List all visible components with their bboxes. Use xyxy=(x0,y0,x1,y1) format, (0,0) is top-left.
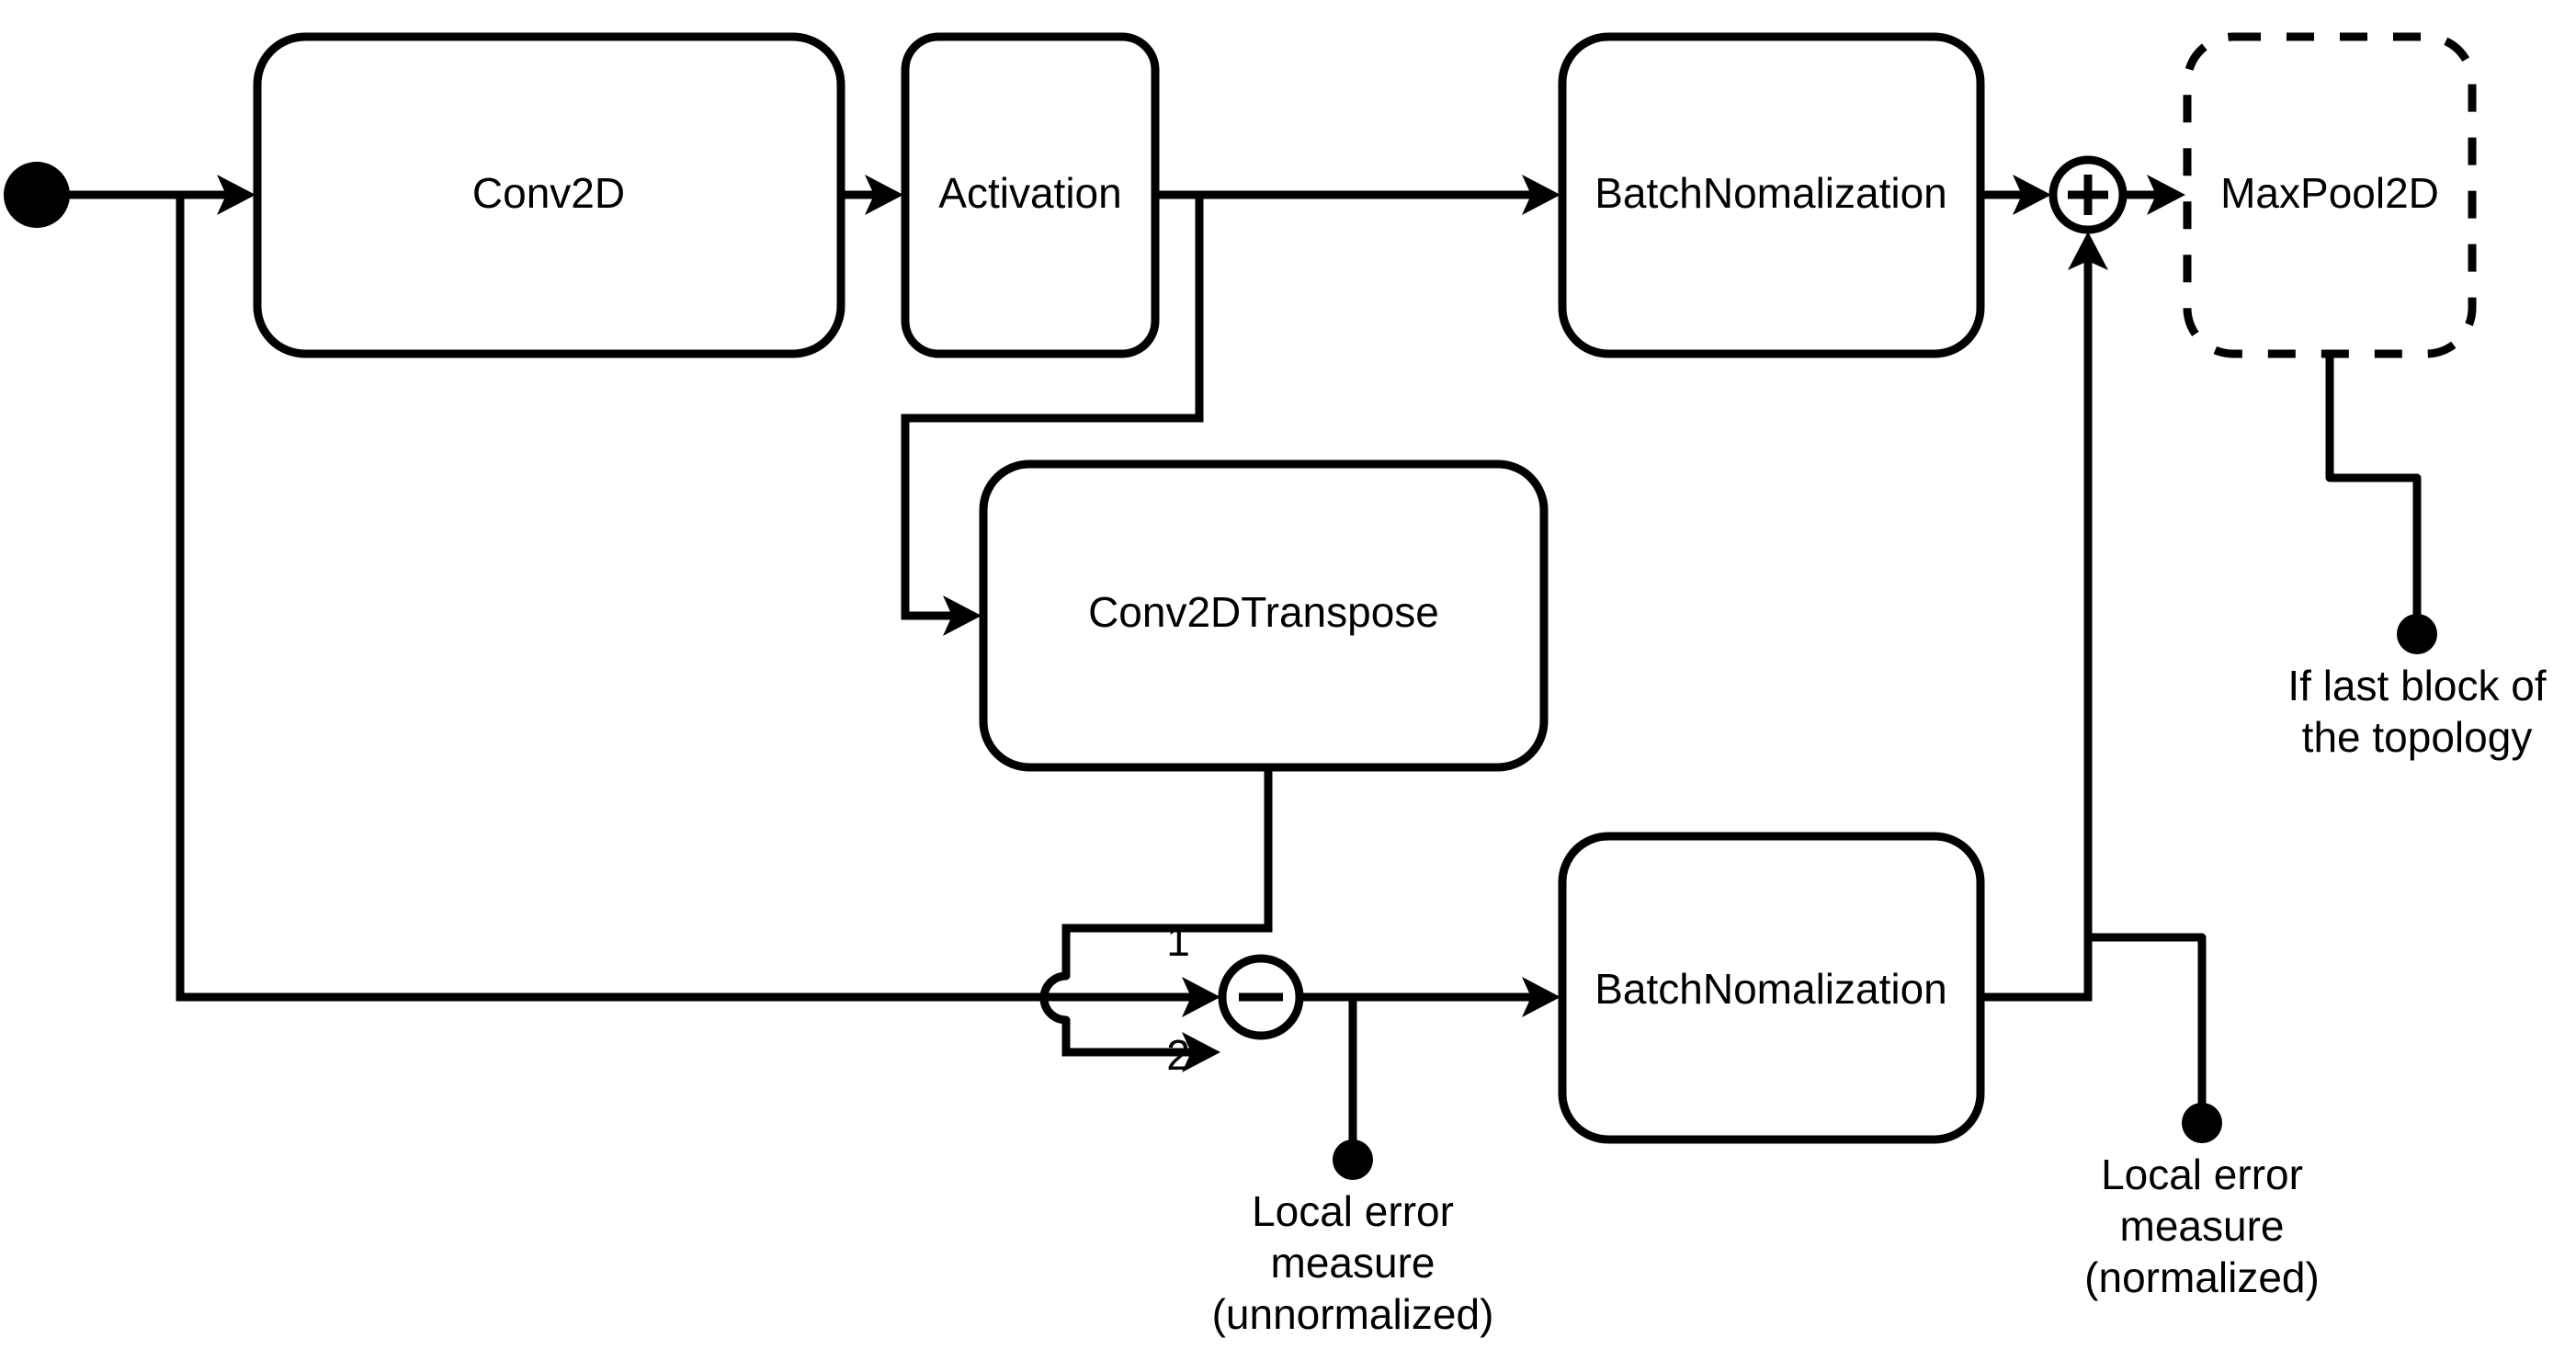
block-conv2d-shape xyxy=(253,32,845,358)
annotation-last-block-line-2: the topology xyxy=(2302,713,2533,761)
block-conv2d[interactable]: Conv2D xyxy=(253,32,845,358)
operator-add[interactable] xyxy=(2048,155,2128,234)
line-hop-jumper xyxy=(1039,971,1071,1025)
edge-conv2dtranspose-to-subtract-2 xyxy=(1061,1020,1211,1057)
block-batchnormalization-top-label: BatchNomalization xyxy=(1594,169,1947,217)
block-batchnormalization-top-shape xyxy=(1558,32,1985,358)
block-conv2dtranspose-label: Conv2DTranspose xyxy=(1088,588,1439,636)
block-conv2dtranspose-shape xyxy=(979,459,1549,772)
block-maxpool2d-shape xyxy=(2183,32,2477,358)
annotation-error-unnormalized: Local error measure (unnormalized) xyxy=(1212,1187,1494,1338)
annotation-error-normalized-line-3: (normalized) xyxy=(2084,1253,2320,1301)
block-activation-label: Activation xyxy=(938,169,1121,217)
output-terminal-maxpool-dot[interactable] xyxy=(2397,614,2437,654)
input-node-dot[interactable] xyxy=(4,162,70,228)
block-conv2dtranspose[interactable]: Conv2DTranspose xyxy=(979,459,1549,772)
output-terminal-error-unnormalized-dot[interactable] xyxy=(1333,1140,1373,1180)
block-batchnormalization-top[interactable]: BatchNomalization xyxy=(1558,32,1985,358)
edge-bn-bottom-to-error-terminal xyxy=(2083,933,2207,1122)
block-activation-shape xyxy=(901,32,1160,358)
edge-input-skip-to-subtract-1 xyxy=(176,195,1211,1002)
output-terminal-error-normalized-dot[interactable] xyxy=(2182,1103,2222,1143)
annotation-last-block: If last block of the topology xyxy=(2287,662,2546,761)
block-batchnormalization-bottom[interactable]: BatchNomalization xyxy=(1558,832,1985,1144)
annotation-error-unnormalized-line-1: Local error xyxy=(1252,1187,1454,1235)
annotation-error-unnormalized-line-2: measure xyxy=(1271,1239,1436,1287)
edge-bn-bottom-to-add xyxy=(1980,241,2093,1002)
annotation-error-unnormalized-line-3: (unnormalized) xyxy=(1212,1290,1494,1338)
block-activation[interactable]: Activation xyxy=(901,32,1160,358)
annotation-last-block-line-1: If last block of xyxy=(2287,662,2546,709)
subtract-port-2-label: 2 xyxy=(1166,1031,1190,1079)
block-batchnormalization-bottom-label: BatchNomalization xyxy=(1594,965,1947,1013)
subtract-port-1-label: 1 xyxy=(1166,917,1190,965)
annotation-error-normalized-line-1: Local error xyxy=(2101,1151,2303,1198)
edge-conv2dtranspose-down xyxy=(1061,767,1273,976)
annotation-error-normalized: Local error measure (normalized) xyxy=(2084,1151,2320,1301)
block-maxpool2d[interactable]: MaxPool2D xyxy=(2183,32,2477,358)
edge-maxpool2d-to-terminal xyxy=(2325,349,2422,633)
block-conv2d-label: Conv2D xyxy=(472,169,625,217)
edge-activation-to-conv2dtranspose xyxy=(901,195,1204,620)
block-batchnormalization-bottom-shape xyxy=(1558,832,1985,1144)
annotation-error-normalized-line-2: measure xyxy=(2120,1202,2285,1250)
block-maxpool2d-label: MaxPool2D xyxy=(2220,169,2439,217)
operator-subtract[interactable] xyxy=(1218,954,1304,1040)
